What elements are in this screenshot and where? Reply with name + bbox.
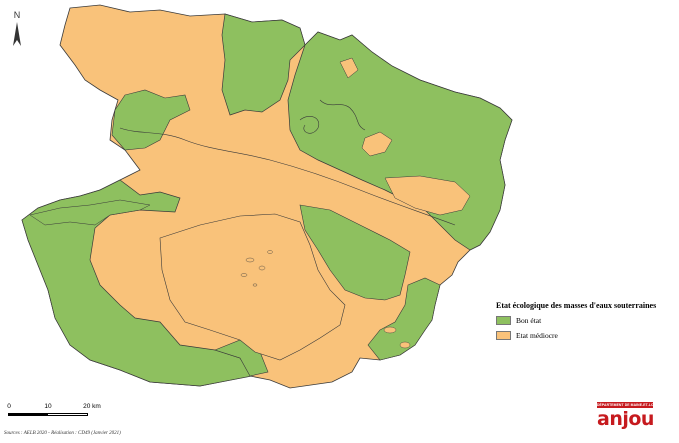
zone-poor-northeast-patch bbox=[361, 131, 393, 157]
legend: Etat écologique des masses d'eaux souter… bbox=[496, 301, 679, 340]
zone-good-southeast bbox=[299, 204, 411, 301]
legend-label-good: Bon état bbox=[516, 315, 542, 325]
logo-word: anjou bbox=[597, 408, 654, 430]
river-north bbox=[319, 99, 366, 131]
legend-title: Etat écologique des masses d'eaux souter… bbox=[496, 301, 657, 310]
north-label: N bbox=[13, 10, 21, 20]
source-caption: Sources : AELB 2020 - Réalisation : CD49… bbox=[4, 431, 121, 436]
zone-good-north-center bbox=[221, 13, 306, 116]
scale-tick-10: 10 bbox=[44, 403, 52, 410]
north-arrow-icon bbox=[13, 22, 21, 46]
legend-swatch-good bbox=[496, 315, 511, 325]
legend-swatch-poor bbox=[496, 330, 511, 340]
zone-poor-northeast-patch-2 bbox=[339, 57, 359, 79]
zone-good-west-band bbox=[29, 199, 151, 226]
scale-bar: 0 10 20 km bbox=[7, 403, 108, 423]
zone-good-southeast-lower bbox=[367, 277, 441, 361]
scale-tick-0: 0 bbox=[7, 403, 11, 410]
river-loop bbox=[299, 116, 320, 134]
anjou-logo: DÉPARTEMENT DE MAINE-ET-LOIRE anjou bbox=[597, 402, 654, 432]
river-loire bbox=[119, 127, 456, 226]
scale-bar-graphic bbox=[8, 413, 88, 416]
north-arrow: N bbox=[10, 10, 24, 50]
legend-item-good: Bon état bbox=[496, 315, 679, 325]
zone-good-northwest bbox=[111, 89, 191, 151]
logo-banner: DÉPARTEMENT DE MAINE-ET-LOIRE bbox=[597, 402, 653, 408]
zone-poor-northeast-inner bbox=[384, 175, 471, 216]
legend-label-poor: Etat médiocre bbox=[516, 330, 558, 340]
legend-item-poor: Etat médiocre bbox=[496, 330, 679, 340]
zone-good-west bbox=[21, 179, 253, 387]
small-inclusions bbox=[240, 250, 411, 349]
zone-poor-center-south bbox=[159, 213, 346, 361]
scale-tick-20: 20 km bbox=[83, 403, 101, 410]
